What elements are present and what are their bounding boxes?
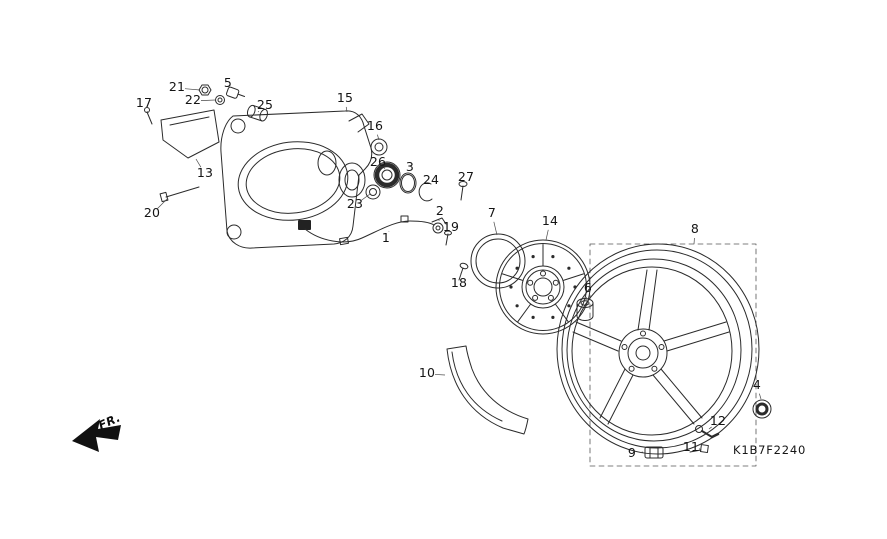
callout-12: 12 — [709, 413, 727, 429]
callout-27: 27 — [457, 169, 475, 185]
callout-22: 22 — [184, 92, 202, 108]
callout-8: 8 — [690, 221, 700, 237]
callout-16: 16 — [366, 118, 384, 134]
callout-7: 7 — [487, 205, 497, 221]
callout-14: 14 — [541, 213, 559, 229]
callout-5: 5 — [223, 75, 233, 91]
callout-19: 19 — [442, 219, 460, 235]
callout-18: 18 — [450, 275, 468, 291]
callout-21: 21 — [168, 79, 186, 95]
callout-17: 17 — [135, 95, 153, 111]
callout-2: 2 — [435, 203, 445, 219]
callout-25: 25 — [256, 97, 274, 113]
callout-20: 20 — [143, 205, 161, 221]
part-code: K1B7F2240 — [733, 443, 807, 457]
callout-11: 11 — [682, 439, 700, 455]
callout-15: 15 — [336, 90, 354, 106]
callout-3: 3 — [405, 159, 415, 175]
callout-9: 9 — [627, 445, 637, 461]
callout-10: 10 — [418, 365, 436, 381]
callout-23: 23 — [346, 196, 364, 212]
callout-4: 4 — [752, 377, 762, 393]
callout-6: 6 — [583, 280, 593, 296]
callout-24: 24 — [422, 172, 440, 188]
callout-26: 26 — [369, 154, 387, 170]
callout-13: 13 — [196, 165, 214, 181]
callout-1: 1 — [381, 230, 391, 246]
